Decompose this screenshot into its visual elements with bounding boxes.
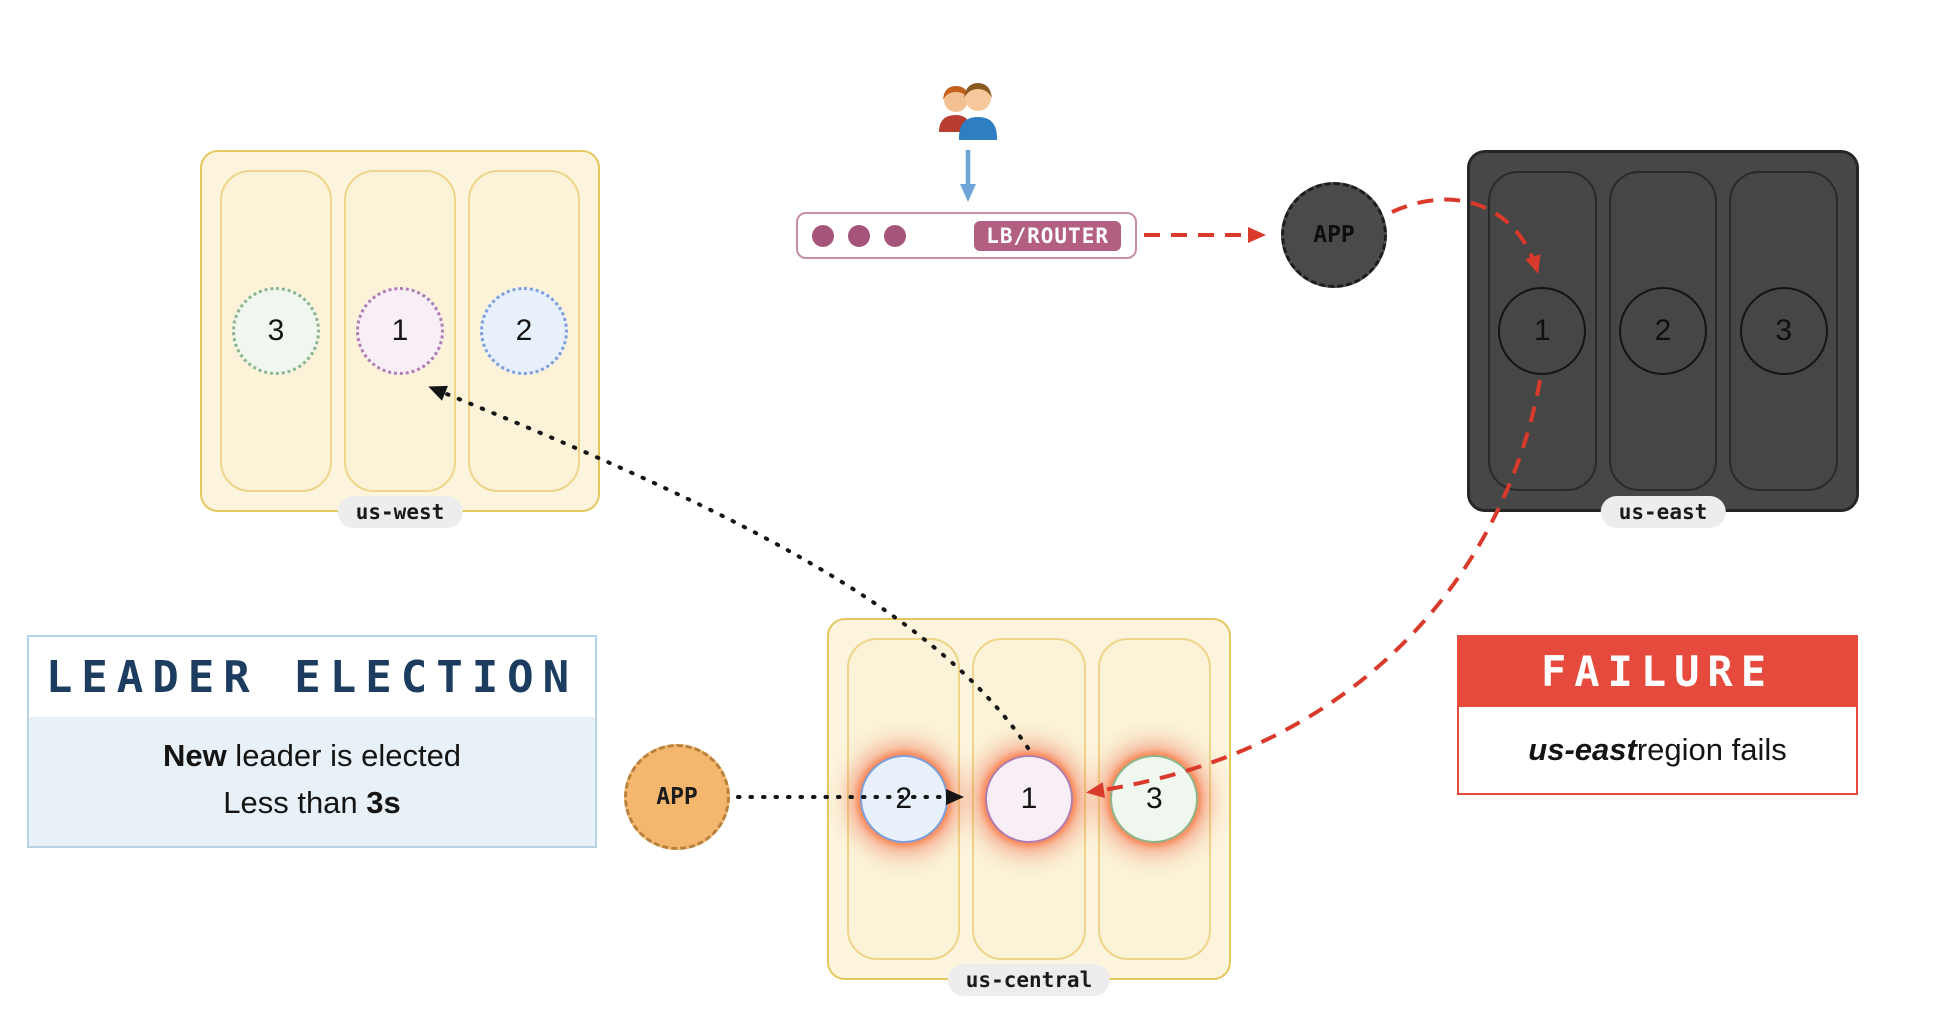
users-icon <box>930 78 1006 149</box>
lb-dot-icon <box>884 224 906 247</box>
db-node: 2 <box>859 755 948 843</box>
lb-dot-icon <box>848 224 870 247</box>
body-bold-text: 3s <box>366 784 401 820</box>
rack-column: 3 <box>220 170 332 492</box>
rack-column: 1 <box>344 170 456 492</box>
rack-column: 3 <box>1729 171 1839 491</box>
db-node: 3 <box>1739 287 1828 375</box>
body-bold-text: us-east <box>1528 732 1637 767</box>
db-node: 1 <box>1498 287 1587 375</box>
rack-column: 2 <box>847 638 961 960</box>
failure-panel: FAILURE us-east region fails <box>1457 635 1858 795</box>
rack-column: 3 <box>1097 638 1211 960</box>
rack-column: 1 <box>972 638 1086 960</box>
db-node: 3 <box>1110 755 1199 843</box>
rack-column: 2 <box>468 170 580 492</box>
app-node-east: APP <box>1281 182 1387 288</box>
body-text: leader is elected <box>226 738 462 773</box>
lb-router-box: LB/ROUTER <box>796 212 1137 259</box>
rack-column: 1 <box>1488 171 1597 491</box>
leader-election-panel: LEADER ELECTION New leader is elected Le… <box>27 635 597 848</box>
db-node: 2 <box>1619 287 1707 375</box>
db-node: 1 <box>356 287 444 375</box>
lb-router-label: LB/ROUTER <box>974 220 1121 251</box>
app-node-central: APP <box>624 744 730 850</box>
body-bold-text: New <box>162 738 227 773</box>
lb-dot-icon <box>812 224 834 247</box>
failure-title: FAILURE <box>1457 635 1858 707</box>
region-label-us-east: us-east <box>1600 496 1726 528</box>
db-node: 3 <box>232 287 320 375</box>
db-node: 1 <box>984 755 1073 843</box>
region-us-central: 2 1 3 <box>827 618 1231 980</box>
leader-election-title: LEADER ELECTION <box>45 651 579 703</box>
leader-election-body: New leader is elected Less than 3s <box>29 717 595 846</box>
failure-body: us-east region fails <box>1457 707 1858 795</box>
body-text: region fails <box>1636 732 1787 767</box>
rack-column: 2 <box>1608 171 1718 491</box>
region-us-west: 3 1 2 <box>200 150 600 512</box>
region-label-us-central: us-central <box>947 964 1111 996</box>
region-label-us-west: us-west <box>337 496 463 528</box>
body-text: Less than <box>223 784 367 820</box>
region-us-east: 1 2 3 <box>1467 150 1859 512</box>
db-node: 2 <box>480 287 568 375</box>
